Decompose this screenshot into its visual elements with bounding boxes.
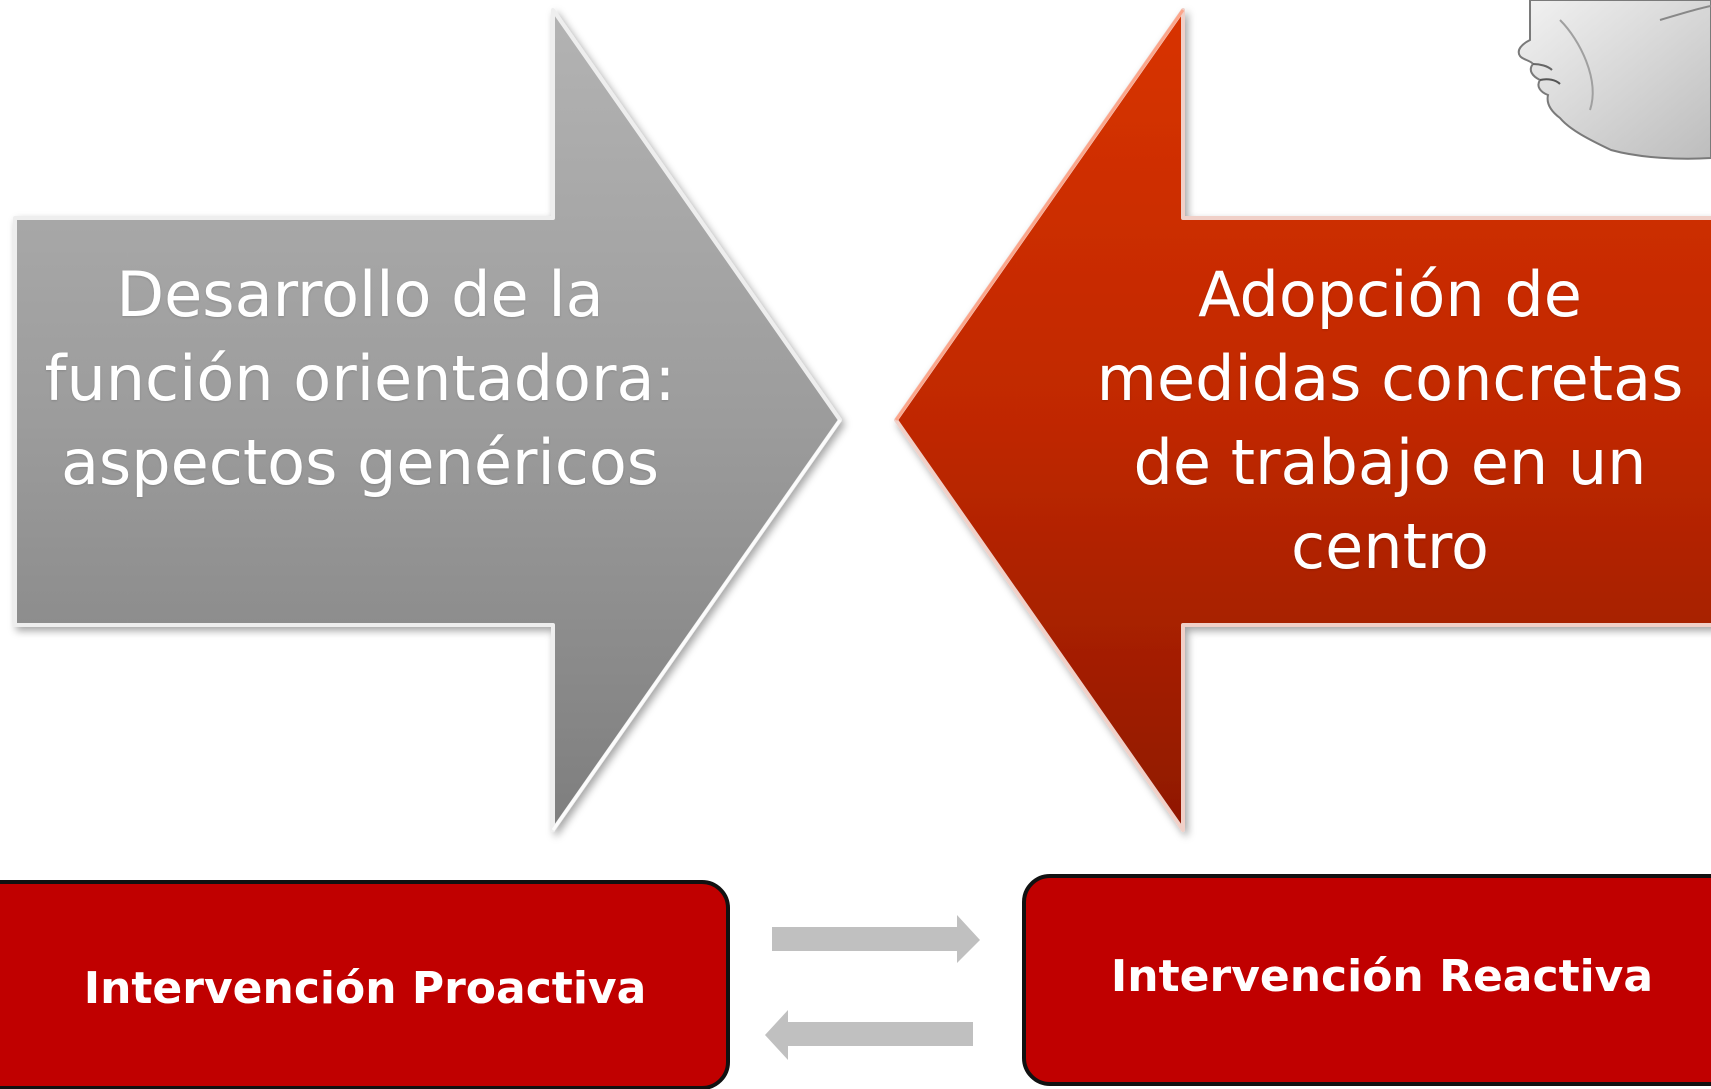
red-arrow-shape xyxy=(894,8,1711,832)
gray-arrow-shape xyxy=(13,8,842,832)
face-profile-icon xyxy=(1517,0,1711,160)
proactive-intervention-label: Intervención Proactiva xyxy=(83,962,647,1014)
left-arrow-icon xyxy=(765,1010,973,1060)
reactive-intervention-label: Intervención Reactiva xyxy=(1110,950,1654,1002)
arrow-text-left: Desarrollo de la función orientadora: as… xyxy=(44,258,676,499)
arrow-text-right: Adopción de medidas concretas de trabajo… xyxy=(1096,258,1684,583)
right-arrow-icon xyxy=(772,915,980,963)
reactive-intervention-box: Intervención Reactiva xyxy=(1022,874,1711,1086)
proactive-intervention-box: Intervención Proactiva xyxy=(0,880,730,1089)
